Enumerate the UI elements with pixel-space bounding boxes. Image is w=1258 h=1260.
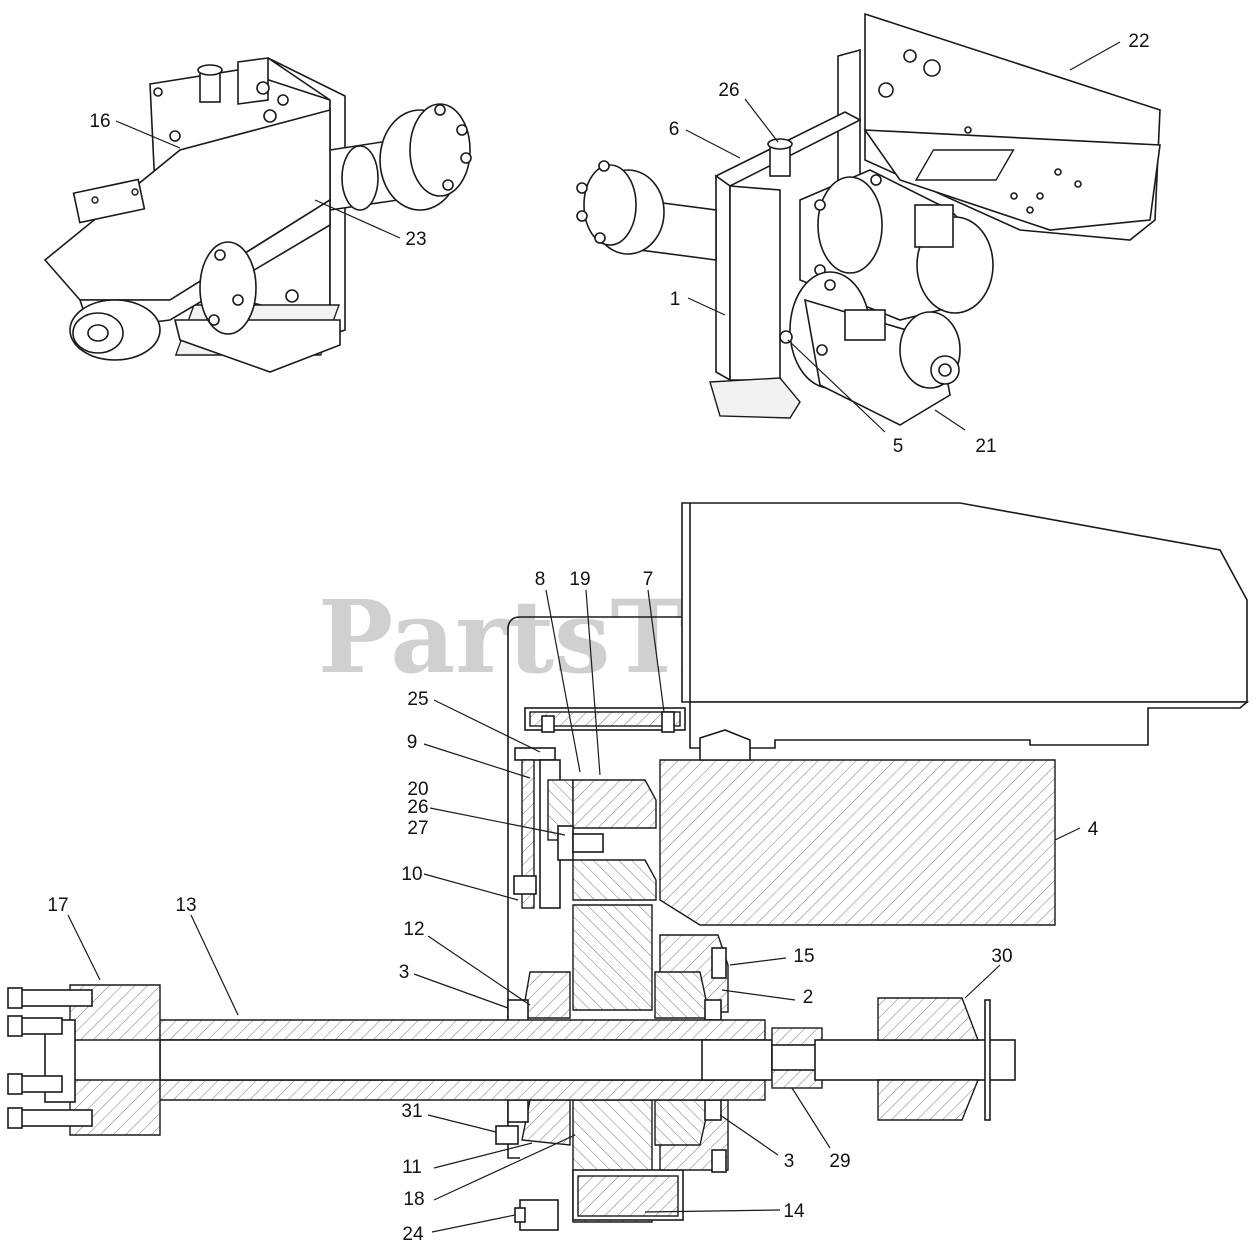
callout-25: 25 (407, 689, 428, 710)
callout-19: 19 (569, 569, 590, 590)
callout-26-section: 26 (407, 797, 428, 818)
callout-21: 21 (975, 436, 996, 457)
callout-24: 24 (402, 1224, 424, 1245)
callout-31: 31 (401, 1101, 422, 1122)
callout-1: 1 (670, 289, 681, 310)
callout-6: 6 (669, 119, 680, 140)
callout-27: 27 (407, 818, 428, 839)
callout-2: 2 (803, 987, 814, 1008)
callouts: 16 23 26 22 6 1 5 21 8 19 7 25 9 20 26 2… (47, 31, 1149, 1245)
callout-17: 17 (47, 895, 68, 916)
callout-16: 16 (89, 111, 110, 132)
isometric-view-right (576, 12, 1161, 426)
callout-15: 15 (793, 946, 814, 967)
callout-26-top: 26 (718, 80, 739, 101)
callout-23: 23 (405, 229, 426, 250)
callout-18: 18 (403, 1189, 424, 1210)
callout-8: 8 (535, 569, 546, 590)
cross-section-view (7, 502, 1250, 1231)
callout-7: 7 (643, 569, 654, 590)
callout-22: 22 (1128, 31, 1149, 52)
callout-11: 11 (402, 1157, 422, 1178)
callout-3-right: 3 (784, 1151, 795, 1172)
callout-20: 20 (407, 779, 428, 800)
callout-14: 14 (783, 1201, 805, 1222)
leader-lines (67, 41, 1121, 1233)
callout-30: 30 (991, 946, 1012, 967)
callout-9: 9 (407, 732, 418, 753)
callout-13: 13 (175, 895, 196, 916)
callout-3-left: 3 (399, 962, 410, 983)
isometric-view-left (43, 57, 472, 373)
callout-10: 10 (401, 864, 422, 885)
callout-5: 5 (893, 436, 904, 457)
callout-12: 12 (403, 919, 424, 940)
callout-4: 4 (1088, 819, 1099, 840)
callout-29: 29 (829, 1151, 850, 1172)
